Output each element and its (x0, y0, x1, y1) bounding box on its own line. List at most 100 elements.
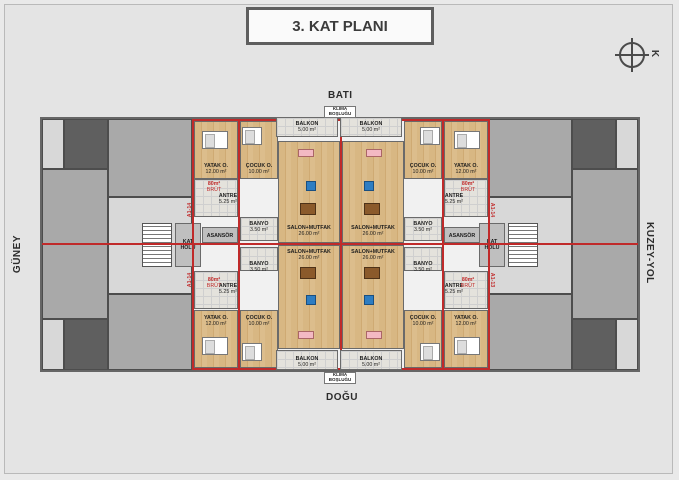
antre-tl-area: 5.25 m² (219, 199, 237, 205)
balkon-br-area: 5.00 m² (362, 362, 380, 368)
salon-bl-area: 26.00 m² (298, 255, 320, 261)
balkon-bl-area: 5.00 m² (298, 362, 316, 368)
right-block-bottom (572, 319, 616, 370)
bed-icon (420, 127, 440, 145)
salon-tr-area: 26.00 m² (362, 231, 384, 237)
direction-south: DOĞU (326, 392, 358, 403)
salon-tl-name: SALON+MUTFAK (287, 225, 331, 231)
cocuk-bl-area: 10.00 m² (248, 321, 270, 327)
yatak-tl-area: 12.00 m² (205, 169, 227, 175)
sofa-icon (366, 331, 382, 339)
cocuk-bl-name: ÇOCUK O. (245, 315, 273, 321)
balkon-bl-name: BALKON (295, 356, 319, 362)
bed-icon (202, 337, 228, 355)
cocuk-tl-name: ÇOCUK O. (245, 163, 273, 169)
unit-tag-tl-note: BRÜT (206, 187, 222, 193)
asansor-r-label: ASANSÖR (448, 233, 476, 239)
yatak-br-area: 12.00 m² (455, 321, 477, 327)
yatak-br-name: YATAK O. (453, 315, 479, 321)
right-block-top (572, 119, 616, 169)
direction-east: KUZEY-YOL (644, 222, 655, 284)
banyo-bl (240, 247, 278, 271)
staircase-left (142, 223, 172, 267)
banyo-tr (404, 217, 442, 241)
yatak-tr-label: YATAK O.12.00 m² (444, 163, 488, 175)
kat-holu-right-label: KAT HOLÜ (484, 239, 500, 251)
red-wall-bottom-l (192, 368, 340, 370)
kat-holu-left (175, 223, 201, 267)
bed-icon (242, 127, 262, 145)
balkon-tl (276, 117, 338, 137)
left-wing-bottom (108, 294, 192, 370)
banyo-tl-name: BANYO (249, 221, 269, 227)
unit-tag-tr-area: 80m² (461, 181, 475, 187)
page-title: 3. KAT PLANI (246, 7, 434, 45)
balkon-tr-name: BALKON (359, 121, 383, 127)
yatak-bl-label: YATAK O.12.00 m² (194, 315, 238, 327)
balkon-br-name: BALKON (359, 356, 383, 362)
klima-boslugu-top (324, 106, 356, 118)
antre-tr-name: ANTRE (444, 193, 464, 199)
yatak-bl-area: 12.00 m² (205, 321, 227, 327)
staircase-right (508, 223, 538, 267)
cocuk-br-area: 10.00 m² (412, 321, 434, 327)
bed-icon (454, 131, 480, 149)
compass-letter: K (649, 49, 661, 58)
kat-holu-left-label: KAT HOLÜ (180, 239, 196, 251)
yatak-bl-name: YATAK O. (203, 315, 229, 321)
unit-tag-bl-id: A1-14 (187, 272, 193, 288)
antre-tr-area: 5.25 m² (445, 199, 463, 205)
antre-tl-name: ANTRE (218, 193, 238, 199)
salon-bl-name: SALON+MUTFAK (287, 249, 331, 255)
red-wall-top-l (192, 119, 340, 121)
cocuk-br-name: ÇOCUK O. (409, 315, 437, 321)
right-wing-bottom (488, 294, 572, 370)
salon-tr-name: SALON+MUTFAK (351, 225, 395, 231)
left-shaft-bottom (42, 319, 64, 370)
yatak-tr-name: YATAK O. (453, 163, 479, 169)
salon-tl-area: 26.00 m² (298, 231, 320, 237)
klima-boslugu-bottom (324, 372, 356, 384)
banyo-br-area: 3.50 m² (414, 267, 432, 273)
banyo-tr-area: 3.50 m² (414, 227, 432, 233)
yatak-br-label: YATAK O.12.00 m² (444, 315, 488, 327)
dining-table-icon (300, 203, 316, 215)
balkon-tr (340, 117, 402, 137)
yatak-tr-area: 12.00 m² (455, 169, 477, 175)
asansor-r (444, 227, 480, 243)
banyo-br-name: BANYO (413, 261, 433, 267)
unit-tag-tr-id: A1-14 (489, 202, 495, 218)
bed-icon (202, 131, 228, 149)
yatak-tl-label: YATAK O.12.00 m² (194, 163, 238, 175)
kat-holu-right (479, 223, 505, 267)
left-shaft-top (42, 119, 64, 169)
cocuk-tr-label: ÇOCUK O.10.00 m² (404, 163, 442, 175)
balkon-tr-area: 5.00 m² (362, 127, 380, 133)
sofa-icon (366, 149, 382, 157)
unit-tag-br-id: A1-13 (489, 272, 495, 288)
dining-table-icon (364, 267, 380, 279)
cocuk-br-label: ÇOCUK O.10.00 m² (404, 315, 442, 327)
dining-table-icon (300, 267, 316, 279)
klima-boslugu-bottom-label: KLIMA BOŞLUĞU (328, 372, 352, 382)
yatak-tr (444, 121, 488, 179)
banyo-br (404, 247, 442, 271)
sofa-icon (298, 331, 314, 339)
antre-bl-name: ANTRE (218, 283, 238, 289)
red-wall-horizontal (42, 243, 638, 245)
direction-north: BATI (328, 90, 353, 101)
antre-bl (194, 271, 238, 309)
asansor-l (202, 227, 238, 243)
antre-bl-area: 5.25 m² (219, 289, 237, 295)
direction-west: GÜNEY (12, 235, 23, 274)
